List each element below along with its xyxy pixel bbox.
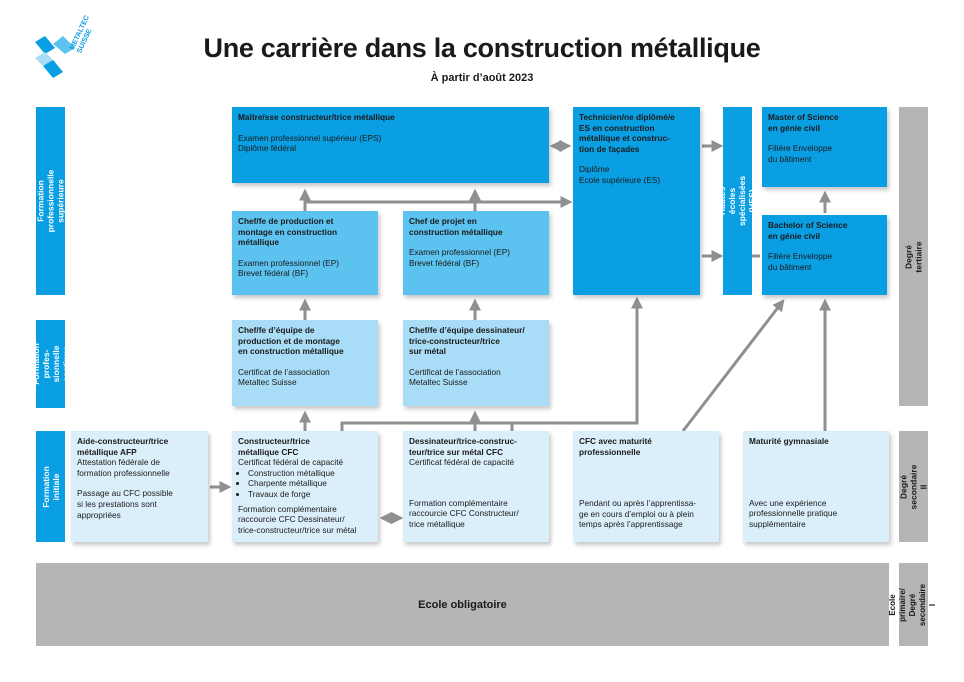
box-constructeur-cfc-bullet: Construction métallique: [248, 468, 372, 479]
box-master-title: Master of Science en génie civil: [768, 112, 839, 133]
label-degre-tertiaire-text: Degré tertiaire: [903, 240, 924, 273]
box-master: Master of Science en génie civil Filière…: [762, 107, 887, 187]
arrow-cfc-maturite-to-bachelor: [681, 299, 785, 432]
label-formation-initiale-text: Formation initiale: [40, 465, 61, 508]
box-ecole-obligatoire: Ecole obligatoire: [36, 563, 889, 646]
box-chef-production-l2: Brevet fédéral (BF): [238, 268, 309, 279]
box-maitre-constructeur-title: Maître/sse constructeur/trice métallique: [238, 112, 395, 122]
box-chef-projet-l2: Brevet fédéral (BF): [409, 257, 480, 268]
box-aide-constructeur: Aide-constructeur/trice métallique AFP A…: [71, 431, 208, 542]
page-title: Une carrière dans la construction métall…: [203, 33, 761, 63]
box-maturite-gymnasiale-l1: Avec une expérience professionnelle prat…: [749, 497, 838, 529]
box-technicien-es-title: Technicien/ne diplômé/e ES en constructi…: [579, 112, 675, 154]
label-degre-tertiaire: Degré tertiaire: [899, 107, 928, 406]
box-chef-production-l1: Examen professionnel (EP): [238, 257, 339, 268]
box-constructeur-cfc-bullet: Travaux de forge: [248, 489, 372, 500]
box-technicien-es-l1: Diplôme: [579, 164, 610, 175]
box-maitre-constructeur-l2: Diplôme fédéral: [238, 143, 297, 154]
label-formation-superieure-text: Formation professionnelle supérieure: [35, 169, 66, 233]
box-constructeur-cfc-bullet: Charpente métallique: [248, 478, 372, 489]
box-cfc-maturite-title: CFC avec maturité professionnelle: [579, 436, 652, 457]
box-maitre-constructeur-l1: Examen professionnel supérieur (EPS): [238, 132, 382, 143]
metaltec-logo: METALTEC SUISSE: [35, 14, 115, 86]
box-constructeur-cfc-title: Constructeur/trice métallique CFC: [238, 436, 310, 457]
box-maturite-gymnasiale-title: Maturité gymnasiale: [749, 436, 829, 446]
box-aide-constructeur-title: Aide-constructeur/trice métallique AFP: [77, 436, 169, 457]
box-ecole-obligatoire-text: Ecole obligatoire: [418, 598, 507, 611]
box-cfc-maturite-l1: Pendant ou après l’apprentissa- ge en co…: [579, 498, 697, 530]
box-constructeur-cfc-list: Construction métallique Charpente métall…: [238, 468, 372, 500]
label-formation-superieure: Formation professionnelle supérieure: [35, 107, 66, 295]
box-chef-production-title: Chef/fe de production et montage en cons…: [238, 216, 338, 248]
box-aide-constructeur-l1: Attestation fédérale de formation profes…: [77, 457, 170, 478]
box-chef-equipe-dessinateur: Chef/fe d’équipe dessinateur/ trice-cons…: [403, 320, 549, 406]
label-formation-continue: Formation profes- sionnelle continue: [31, 320, 71, 408]
metaltec-logo-mark: [35, 36, 75, 78]
box-maturite-gymnasiale: Maturité gymnasiale Avec une expérience …: [743, 431, 889, 542]
box-dessinateur-cfc-l2: Formation complémentaire raccourcie CFC …: [409, 497, 519, 529]
label-hes: Hautes écoles spécialisées (HES): [718, 107, 758, 295]
label-ecole-primaire-text: Ecole primaire/ Degré secondaire I: [888, 583, 938, 626]
label-formation-continue-text: Formation profes- sionnelle continue: [30, 343, 71, 385]
box-chef-projet: Chef de projet en construction métalliqu…: [403, 211, 549, 295]
box-chef-production: Chef/fe de production et montage en cons…: [232, 211, 378, 295]
box-constructeur-cfc: Constructeur/trice métallique CFC Certif…: [232, 431, 378, 542]
box-chef-equipe-dessinateur-title: Chef/fe d’équipe dessinateur/ trice-cons…: [409, 325, 525, 357]
box-chef-equipe-production-l1: Certificat de l’association Metaltec Sui…: [238, 366, 330, 388]
box-constructeur-cfc-l2: Formation complémentaire raccourcie CFC …: [238, 503, 357, 535]
label-degre-secondaire-2-text: Degré secondaire II: [898, 464, 929, 509]
box-chef-projet-l1: Examen professionnel (EP): [409, 247, 510, 258]
box-bachelor-l1: Filière Enveloppe du bâtiment: [768, 251, 833, 272]
box-chef-equipe-production: Chef/fe d’équipe de production et de mon…: [232, 320, 378, 406]
box-technicien-es-l2: Ecole supérieure (ES): [579, 174, 661, 185]
box-chef-equipe-production-title: Chef/fe d’équipe de production et de mon…: [238, 325, 344, 357]
box-bachelor-title: Bachelor of Science en génie civil: [768, 220, 848, 241]
arrow-initiale-to-technicien: [340, 299, 639, 431]
box-chef-projet-title: Chef de projet en construction métalliqu…: [409, 216, 503, 237]
page-subtitle: À partir d’août 2023: [430, 72, 534, 84]
box-master-l1: Filière Enveloppe du bâtiment: [768, 143, 833, 164]
label-formation-initiale: Formation initiale: [36, 431, 65, 542]
box-chef-equipe-dessinateur-l1: Certificat de l’association Metaltec Sui…: [409, 366, 501, 388]
box-maitre-constructeur: Maître/sse constructeur/trice métallique…: [232, 107, 549, 183]
label-ecole-primaire: Ecole primaire/ Degré secondaire I: [889, 563, 938, 646]
box-constructeur-cfc-l1: Certificat fédéral de capacité: [238, 457, 344, 468]
label-degre-secondaire-2: Degré secondaire II: [898, 431, 929, 542]
box-technicien-es: Technicien/ne diplômé/e ES en constructi…: [573, 107, 700, 295]
box-cfc-maturite: CFC avec maturité professionnelle Pendan…: [573, 431, 719, 542]
box-dessinateur-cfc-l1: Certificat fédéral de capacité: [409, 457, 515, 468]
box-dessinateur-cfc-title: Dessinateur/trice-construc- teur/trice s…: [409, 436, 517, 457]
label-hes-text: Hautes écoles spécialisées (HES): [717, 175, 758, 227]
box-bachelor: Bachelor of Science en génie civil Filiè…: [762, 215, 887, 295]
box-dessinateur-cfc: Dessinateur/trice-construc- teur/trice s…: [403, 431, 549, 542]
box-aide-constructeur-l2: Passage au CFC possible si les prestatio…: [77, 488, 173, 520]
